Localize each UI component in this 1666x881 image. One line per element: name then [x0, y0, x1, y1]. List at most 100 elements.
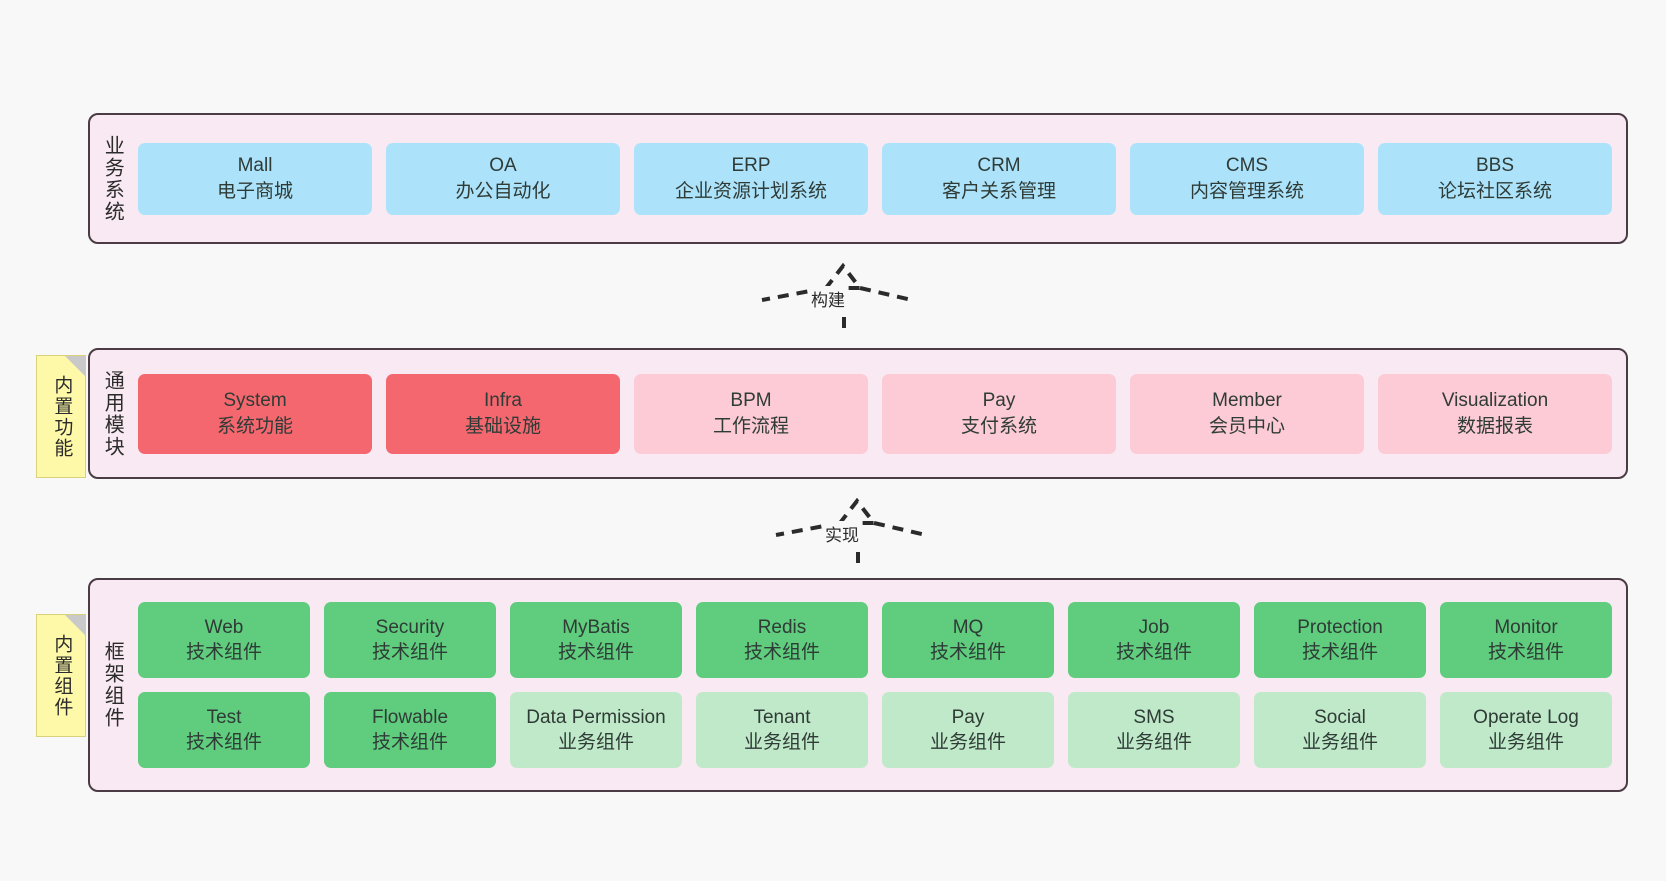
- node-flowable[interactable]: Flowable 技术组件: [324, 692, 496, 768]
- layer-common-module: 通用模块 System 系统功能 Infra 基础设施 BPM 工作流程 Pay: [88, 348, 1628, 479]
- node-social-desc: 业务组件: [1301, 732, 1378, 753]
- node-data-permission[interactable]: Data Permission 业务组件: [510, 692, 682, 768]
- node-sms-desc: 业务组件: [1115, 732, 1192, 753]
- node-mq-name: MQ: [952, 616, 984, 638]
- node-operate-log[interactable]: Operate Log 业务组件: [1440, 692, 1612, 768]
- node-sms[interactable]: SMS 业务组件: [1068, 692, 1240, 768]
- node-web-name: Web: [204, 616, 244, 638]
- node-tenant[interactable]: Tenant 业务组件: [696, 692, 868, 768]
- node-redis-name: Redis: [757, 616, 807, 638]
- node-web-desc: 技术组件: [185, 642, 262, 663]
- node-security[interactable]: Security 技术组件: [324, 602, 496, 678]
- node-test-name: Test: [206, 706, 242, 728]
- sticky-note-builtin-components: 内置组件: [36, 614, 86, 737]
- node-monitor[interactable]: Monitor 技术组件: [1440, 602, 1612, 678]
- node-oa-name: OA: [489, 155, 517, 177]
- connector-implement: 实现: [770, 491, 930, 581]
- layer-business-system: 业务系统 Mall 电子商城 OA 办公自动化 ERP 企业资源计划系统 CRM: [88, 113, 1628, 244]
- connector-build: 构建: [756, 256, 916, 346]
- node-crm-name: CRM: [977, 155, 1021, 177]
- business-node-row: Mall 电子商城 OA 办公自动化 ERP 企业资源计划系统 CRM 客户关系…: [138, 142, 1612, 215]
- node-oa-desc: 办公自动化: [455, 180, 551, 202]
- node-bbs-name: BBS: [1475, 155, 1515, 177]
- layer-framework-component-label: 框架组件: [101, 641, 124, 729]
- node-pay-component-name: Pay: [951, 706, 985, 728]
- framework-row-technical: Web 技术组件 Security 技术组件 MyBatis 技术组件 Redi…: [138, 602, 1612, 678]
- node-visualization-desc: 数据报表: [1456, 415, 1533, 437]
- node-infra-desc: 基础设施: [464, 415, 541, 437]
- node-tenant-name: Tenant: [753, 706, 811, 728]
- node-bbs[interactable]: BBS 论坛社区系统: [1378, 142, 1612, 215]
- node-monitor-desc: 技术组件: [1487, 642, 1564, 663]
- node-protection-name: Protection: [1297, 616, 1383, 638]
- node-infra[interactable]: Infra 基础设施: [386, 373, 620, 454]
- node-bbs-desc: 论坛社区系统: [1437, 180, 1552, 202]
- node-crm[interactable]: CRM 客户关系管理: [882, 142, 1116, 215]
- node-job-desc: 技术组件: [1115, 642, 1192, 663]
- node-data-permission-desc: 业务组件: [557, 732, 634, 753]
- connector-build-label: 构建: [808, 286, 848, 311]
- node-operate-log-desc: 业务组件: [1487, 732, 1564, 753]
- node-visualization[interactable]: Visualization 数据报表: [1378, 373, 1612, 454]
- node-mybatis-desc: 技术组件: [557, 642, 634, 663]
- node-test[interactable]: Test 技术组件: [138, 692, 310, 768]
- node-job-name: Job: [1138, 616, 1170, 638]
- node-flowable-desc: 技术组件: [371, 732, 448, 753]
- node-job[interactable]: Job 技术组件: [1068, 602, 1240, 678]
- node-pay-module-desc: 支付系统: [960, 415, 1037, 437]
- sticky-note-builtin-components-label: 内置组件: [51, 633, 73, 718]
- node-protection-desc: 技术组件: [1301, 642, 1378, 663]
- node-cms-name: CMS: [1225, 155, 1269, 177]
- framework-node-rows: Web 技术组件 Security 技术组件 MyBatis 技术组件 Redi…: [138, 602, 1612, 768]
- framework-row-business: Test 技术组件 Flowable 技术组件 Data Permission …: [138, 692, 1612, 768]
- node-tenant-desc: 业务组件: [743, 732, 820, 753]
- node-protection[interactable]: Protection 技术组件: [1254, 602, 1426, 678]
- sticky-note-builtin-features: 内置功能: [36, 355, 86, 478]
- node-oa[interactable]: OA 办公自动化: [386, 142, 620, 215]
- sticky-fold-corner: [65, 356, 85, 376]
- layer-common-module-label: 通用模块: [101, 369, 124, 458]
- node-mall-name: Mall: [237, 155, 273, 177]
- node-mall[interactable]: Mall 电子商城: [138, 142, 372, 215]
- node-mq[interactable]: MQ 技术组件: [882, 602, 1054, 678]
- node-bpm-name: BPM: [730, 390, 772, 412]
- node-social[interactable]: Social 业务组件: [1254, 692, 1426, 768]
- layer-business-system-body: Mall 电子商城 OA 办公自动化 ERP 企业资源计划系统 CRM 客户关系…: [134, 115, 1626, 242]
- node-crm-desc: 客户关系管理: [941, 180, 1056, 202]
- node-cms-desc: 内容管理系统: [1189, 180, 1304, 202]
- node-bpm[interactable]: BPM 工作流程: [634, 373, 868, 454]
- node-security-desc: 技术组件: [371, 642, 448, 663]
- node-pay-component[interactable]: Pay 业务组件: [882, 692, 1054, 768]
- node-mq-desc: 技术组件: [929, 642, 1006, 663]
- node-flowable-name: Flowable: [371, 706, 449, 728]
- node-system-name: System: [223, 390, 287, 412]
- node-operate-log-name: Operate Log: [1473, 706, 1579, 728]
- node-cms[interactable]: CMS 内容管理系统: [1130, 142, 1364, 215]
- node-infra-name: Infra: [483, 390, 523, 412]
- node-mybatis[interactable]: MyBatis 技术组件: [510, 602, 682, 678]
- node-security-name: Security: [375, 616, 445, 638]
- sticky-fold-corner-2: [65, 615, 85, 635]
- node-pay-component-desc: 业务组件: [929, 732, 1006, 753]
- node-erp-desc: 企业资源计划系统: [674, 180, 827, 202]
- node-redis[interactable]: Redis 技术组件: [696, 602, 868, 678]
- layer-framework-component: 框架组件 Web 技术组件 Security 技术组件 MyBatis 技术组: [88, 578, 1628, 792]
- layer-framework-component-body: Web 技术组件 Security 技术组件 MyBatis 技术组件 Redi…: [134, 580, 1626, 790]
- node-pay-module[interactable]: Pay 支付系统: [882, 373, 1116, 454]
- node-web[interactable]: Web 技术组件: [138, 602, 310, 678]
- node-system[interactable]: System 系统功能: [138, 373, 372, 454]
- node-visualization-name: Visualization: [1441, 390, 1549, 412]
- node-member[interactable]: Member 会员中心: [1130, 373, 1364, 454]
- node-bpm-desc: 工作流程: [712, 415, 789, 437]
- node-member-name: Member: [1212, 390, 1282, 412]
- node-sms-name: SMS: [1133, 706, 1175, 728]
- node-monitor-name: Monitor: [1494, 616, 1558, 638]
- node-test-desc: 技术组件: [185, 732, 262, 753]
- node-social-name: Social: [1314, 706, 1366, 728]
- node-erp-name: ERP: [731, 155, 771, 177]
- node-member-desc: 会员中心: [1208, 415, 1285, 437]
- node-erp[interactable]: ERP 企业资源计划系统: [634, 142, 868, 215]
- node-data-permission-name: Data Permission: [526, 706, 666, 728]
- node-redis-desc: 技术组件: [743, 642, 820, 663]
